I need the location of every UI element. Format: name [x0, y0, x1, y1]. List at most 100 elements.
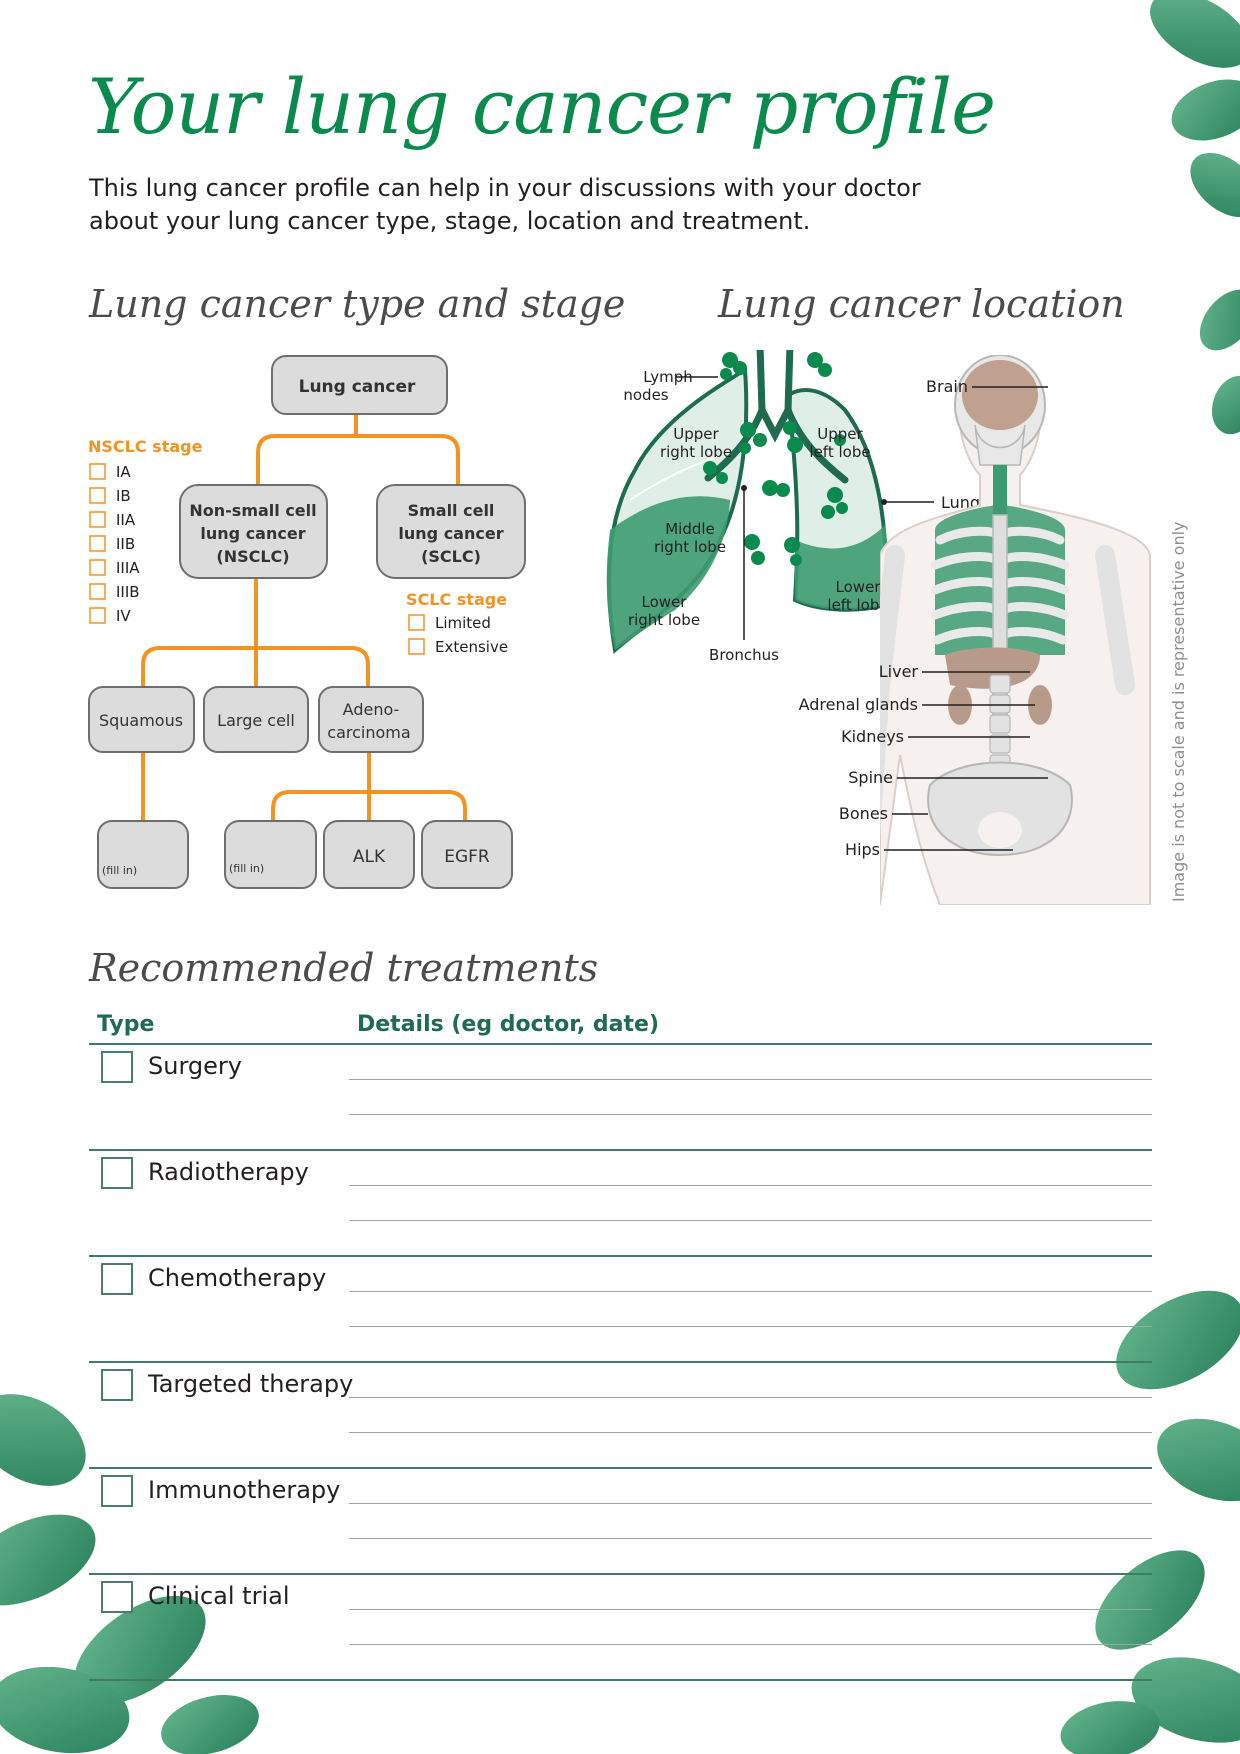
nsclc-stage-checkbox[interactable]	[89, 511, 106, 528]
adrenal-label: Adrenal glands	[799, 695, 918, 714]
nsclc-stage-label: IIIA	[116, 559, 140, 577]
nsclc-stage-label: IIA	[116, 511, 136, 529]
lower-left-lobe-label-1: Lower	[836, 578, 882, 596]
large-cell-box	[203, 686, 309, 753]
treatment-label: Chemotherapy	[148, 1264, 327, 1292]
adenocarcinoma-box	[318, 686, 424, 753]
nsclc-stage-label: IB	[116, 487, 131, 505]
details-write-line[interactable]	[349, 1609, 1152, 1610]
lower-right-lobe-label-1: Lower	[642, 593, 688, 611]
kidneys-label: Kidneys	[841, 727, 904, 746]
bronchus-label: Bronchus	[709, 646, 779, 664]
type-stage-heading: Lung cancer type and stage	[89, 282, 626, 326]
spine-label: Spine	[848, 768, 893, 787]
fill-in-box-1[interactable]	[97, 820, 189, 889]
sclc-label-3: (SCLC)	[421, 547, 481, 566]
details-write-line[interactable]	[349, 1114, 1152, 1115]
sclc-stage-label: Extensive	[435, 638, 508, 656]
treatment-label: Radiotherapy	[148, 1158, 309, 1186]
lower-left-lobe-label-2: left lobe	[827, 596, 888, 614]
details-write-line[interactable]	[349, 1220, 1152, 1221]
location-heading: Lung cancer location	[718, 282, 1125, 326]
adeno-label-2: carcinoma	[327, 723, 410, 742]
details-column-header: Details (eg doctor, date)	[357, 1012, 660, 1037]
intro-text: This lung cancer profile can help in you…	[89, 174, 921, 235]
nsclc-stage-checkbox[interactable]	[89, 607, 106, 624]
treatment-row-divider	[89, 1679, 1152, 1681]
sclc-stage-label: Limited	[435, 614, 491, 632]
sclc-label-1: Small cell	[408, 501, 495, 520]
fill-in-label-1: (fill in)	[102, 864, 137, 877]
nsclc-stage-label: IA	[116, 463, 131, 481]
nsclc-stage-list: IA IB IIA IIB IIIA IIIB IV	[89, 463, 140, 625]
fill-in-label-2: (fill in)	[229, 862, 264, 875]
treatment-checkbox[interactable]	[101, 1475, 133, 1507]
hips-label: Hips	[845, 840, 880, 859]
type-column-header: Type	[97, 1012, 155, 1037]
lungs-diagram	[606, 350, 889, 654]
nsclc-stage-label: IIB	[116, 535, 135, 553]
nsclc-label-3: (NSCLC)	[216, 547, 289, 566]
details-write-line[interactable]	[349, 1185, 1152, 1186]
treatment-label: Immunotherapy	[148, 1476, 341, 1504]
nsclc-stage-label: IIIB	[116, 583, 140, 601]
scale-note: Image is not to scale and is representat…	[1169, 521, 1188, 902]
details-write-line[interactable]	[349, 1432, 1152, 1433]
sclc-label-2: lung cancer	[398, 524, 503, 543]
details-write-line[interactable]	[349, 1079, 1152, 1080]
upper-right-lobe-label-1: Upper	[673, 425, 719, 443]
treatment-row-divider	[89, 1255, 1152, 1257]
details-write-line[interactable]	[349, 1291, 1152, 1292]
nsclc-stage-checkbox[interactable]	[89, 487, 106, 504]
treatment-row-divider	[89, 1573, 1152, 1575]
lung-cancer-box	[271, 355, 448, 415]
lymph-label-2: nodes	[623, 386, 668, 404]
sclc-stage-title: SCLC stage	[406, 590, 507, 609]
egfr-box	[421, 820, 513, 889]
details-write-line[interactable]	[349, 1397, 1152, 1398]
alk-box	[323, 820, 415, 889]
large-cell-label: Large cell	[217, 711, 295, 730]
table-header-rule	[89, 1043, 1152, 1045]
nsclc-stage-title: NSCLC stage	[88, 437, 203, 456]
upper-right-lobe-label-2: right lobe	[660, 443, 732, 461]
sclc-stage-checkbox[interactable]	[408, 614, 425, 631]
nsclc-stage-label: IV	[116, 607, 131, 625]
nsclc-box	[179, 484, 328, 579]
fill-in-box-2[interactable]	[224, 820, 317, 889]
squamous-box	[88, 686, 195, 753]
nsclc-label-2: lung cancer	[200, 524, 305, 543]
type-stage-flowchart: Lung cancer Non-small cell lung cancer (…	[88, 355, 526, 889]
body-labels: Brain Liver Adrenal glands Kidneys Spine…	[799, 377, 1048, 859]
treatment-checkbox[interactable]	[101, 1051, 133, 1083]
lymph-label-1: Lymph	[643, 368, 693, 386]
sclc-stage-checkbox[interactable]	[408, 638, 425, 655]
nsclc-stage-checkbox[interactable]	[89, 463, 106, 480]
lung-cancer-label: Lung cancer	[299, 377, 416, 397]
treatment-checkbox[interactable]	[101, 1369, 133, 1401]
nsclc-stage-checkbox[interactable]	[89, 535, 106, 552]
nsclc-stage-checkbox[interactable]	[89, 559, 106, 576]
treatment-checkbox[interactable]	[101, 1263, 133, 1295]
treatment-checkbox[interactable]	[101, 1581, 133, 1613]
details-write-line[interactable]	[349, 1326, 1152, 1327]
middle-right-lobe-label-1: Middle	[665, 520, 715, 538]
lower-right-lobe-label-2: right lobe	[628, 611, 700, 629]
details-write-line[interactable]	[349, 1503, 1152, 1504]
bones-label: Bones	[839, 804, 888, 823]
squamous-label: Squamous	[99, 711, 183, 730]
treatment-checkbox[interactable]	[101, 1157, 133, 1189]
body-figure	[880, 355, 1151, 905]
treatment-row-divider	[89, 1467, 1152, 1469]
treatment-label: Surgery	[148, 1052, 242, 1080]
nsclc-stage-checkbox[interactable]	[89, 583, 106, 600]
details-write-line[interactable]	[349, 1538, 1152, 1539]
details-write-line[interactable]	[349, 1644, 1152, 1645]
middle-right-lobe-label-2: right lobe	[654, 538, 726, 556]
adeno-label-1: Adeno-	[343, 700, 400, 719]
page-title: Your lung cancer profile	[88, 62, 996, 151]
liver-label: Liver	[879, 662, 919, 681]
brain-label: Brain	[926, 377, 968, 396]
